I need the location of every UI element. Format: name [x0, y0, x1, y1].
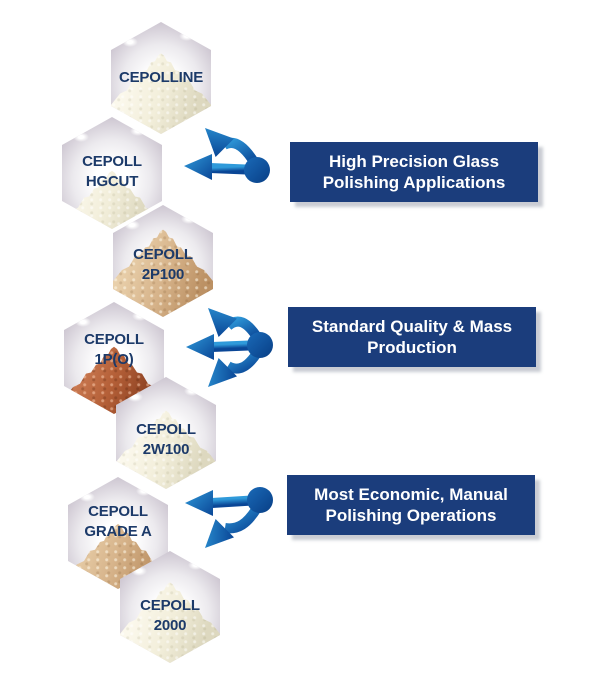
branch-arrow-2way-up-icon — [184, 128, 270, 183]
application-label-line: Production — [367, 338, 457, 357]
branch-arrow-2way-down-icon — [185, 487, 273, 548]
sparkle-highlight-icon — [130, 125, 146, 136]
sparkle-highlight-icon — [79, 491, 95, 502]
application-box-most-economic: Most Economic, Manual Polishing Operatio… — [287, 475, 535, 535]
sparkle-highlight-icon — [132, 310, 148, 321]
application-label-line: Polishing Applications — [322, 173, 506, 192]
application-box-standard-quality: Standard Quality & Mass Production — [288, 307, 536, 367]
sparkle-highlight-icon — [73, 131, 89, 142]
product-label: CEPOLLINE — [118, 68, 204, 86]
application-label-line: Polishing Operations — [325, 506, 497, 525]
sparkle-highlight-icon — [136, 485, 152, 496]
application-label-line: Standard Quality & Mass — [311, 317, 513, 336]
sparkle-highlight-icon — [124, 219, 140, 230]
application-label-line: High Precision Glass — [328, 152, 500, 171]
sparkle-highlight-icon — [127, 391, 143, 402]
sparkle-highlight-icon — [188, 559, 204, 570]
branch-arrow-3way-icon — [186, 308, 273, 387]
application-box-high-precision: High Precision Glass Polishing Applicati… — [290, 142, 538, 202]
sparkle-highlight-icon — [179, 30, 195, 41]
sparkle-highlight-icon — [75, 316, 91, 327]
sparkle-highlight-icon — [122, 36, 138, 47]
sparkle-highlight-icon — [181, 213, 197, 224]
application-label-line: Most Economic, Manual — [314, 485, 508, 504]
sparkle-highlight-icon — [131, 565, 147, 576]
